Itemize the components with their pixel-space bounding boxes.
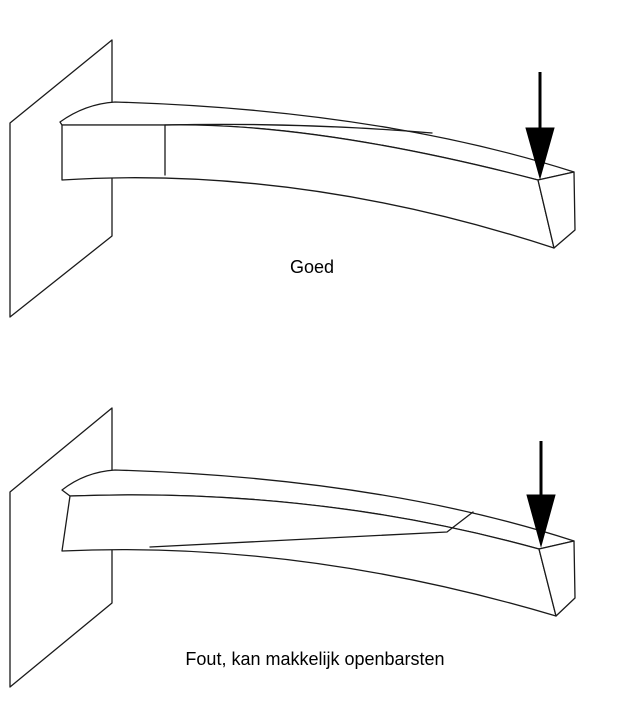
load-arrow-head [525,127,555,180]
beam-front-face [61,494,557,617]
splice-joint-diagonal [149,511,474,548]
caption-good: Goed [289,257,335,277]
bad-splice-figure [9,407,576,688]
load-arrow [525,72,555,180]
caption-bad: Fout, kan makkelijk openbarsten [185,649,445,669]
beam-end-face [538,540,576,617]
beam-end-face [537,171,576,249]
beam-front-face [61,124,555,249]
splice-joint-diagonal [164,123,433,134]
good-splice-figure [9,39,576,318]
load-arrow [526,441,556,548]
load-arrow-head [526,494,556,548]
